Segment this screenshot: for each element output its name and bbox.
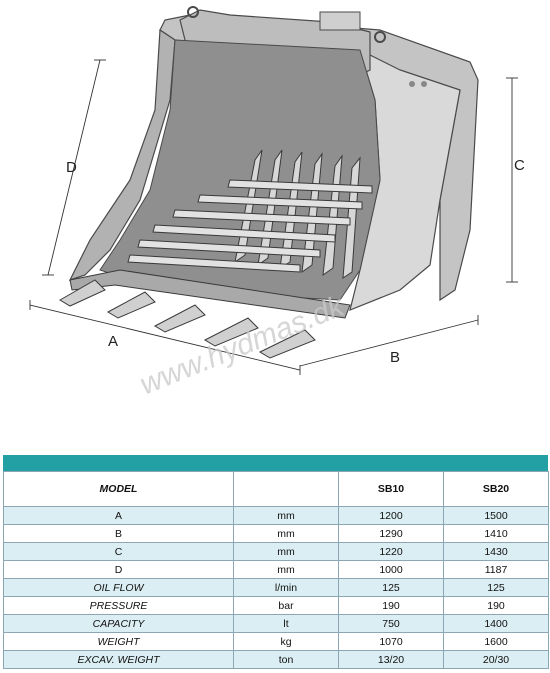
header-sb20: SB20 xyxy=(443,471,549,507)
hitch-eye-left xyxy=(187,6,199,18)
row-sb20-value: 1500 xyxy=(443,506,549,525)
row-sb20-value: 1187 xyxy=(443,560,549,579)
row-sb20-value: 1600 xyxy=(443,632,549,651)
bucket-teeth xyxy=(59,279,316,359)
hitch-block xyxy=(319,11,361,31)
header-unit xyxy=(233,471,339,507)
row-label: CAPACITY xyxy=(3,614,234,633)
row-sb10-value: 1200 xyxy=(338,506,444,525)
row-label: B xyxy=(3,524,234,543)
screen-bars xyxy=(127,179,373,273)
table-header-bar xyxy=(3,455,548,471)
row-unit: mm xyxy=(233,524,339,543)
bolt-1 xyxy=(409,81,415,87)
row-sb10-value: 1000 xyxy=(338,560,444,579)
row-unit: l/min xyxy=(233,578,339,597)
row-unit: mm xyxy=(233,506,339,525)
row-sb20-value: 20/30 xyxy=(443,650,549,669)
row-sb20-value: 1430 xyxy=(443,542,549,561)
header-sb10: SB10 xyxy=(338,471,444,507)
dimension-lines xyxy=(29,59,518,375)
row-label: WEIGHT xyxy=(3,632,234,651)
row-unit: ton xyxy=(233,650,339,669)
row-sb10-value: 1070 xyxy=(338,632,444,651)
row-label: D xyxy=(3,560,234,579)
row-unit: bar xyxy=(233,596,339,615)
watermark-text: www.hydmas.dk xyxy=(135,289,350,402)
row-label: A xyxy=(3,506,234,525)
dimension-label-b: B xyxy=(390,349,400,366)
row-label: EXCAV. WEIGHT xyxy=(3,650,234,669)
row-label: PRESSURE xyxy=(3,596,234,615)
bolt-2 xyxy=(421,81,427,87)
row-sb20-value: 190 xyxy=(443,596,549,615)
hitch-eye-right xyxy=(374,31,386,43)
dimension-label-d: D xyxy=(66,159,77,176)
table-header-row: MODEL SB10 SB20 xyxy=(3,471,549,507)
row-sb10-value: 1220 xyxy=(338,542,444,561)
row-sb10-value: 1290 xyxy=(338,524,444,543)
dimension-label-c: C xyxy=(514,157,525,174)
row-sb10-value: 13/20 xyxy=(338,650,444,669)
row-unit: mm xyxy=(233,560,339,579)
row-sb10-value: 190 xyxy=(338,596,444,615)
row-sb20-value: 1410 xyxy=(443,524,549,543)
row-unit: mm xyxy=(233,542,339,561)
row-sb20-value: 1400 xyxy=(443,614,549,633)
bucket-diagram: A B C D www.hydmas.dk xyxy=(29,6,525,402)
row-label: C xyxy=(3,542,234,561)
row-unit: lt xyxy=(233,614,339,633)
row-sb10-value: 125 xyxy=(338,578,444,597)
row-label: OIL FLOW xyxy=(3,578,234,597)
row-sb20-value: 125 xyxy=(443,578,549,597)
cutting-edge xyxy=(69,269,351,319)
header-model: MODEL xyxy=(3,471,234,507)
dimension-label-a: A xyxy=(108,333,118,350)
row-unit: kg xyxy=(233,632,339,651)
row-sb10-value: 750 xyxy=(338,614,444,633)
